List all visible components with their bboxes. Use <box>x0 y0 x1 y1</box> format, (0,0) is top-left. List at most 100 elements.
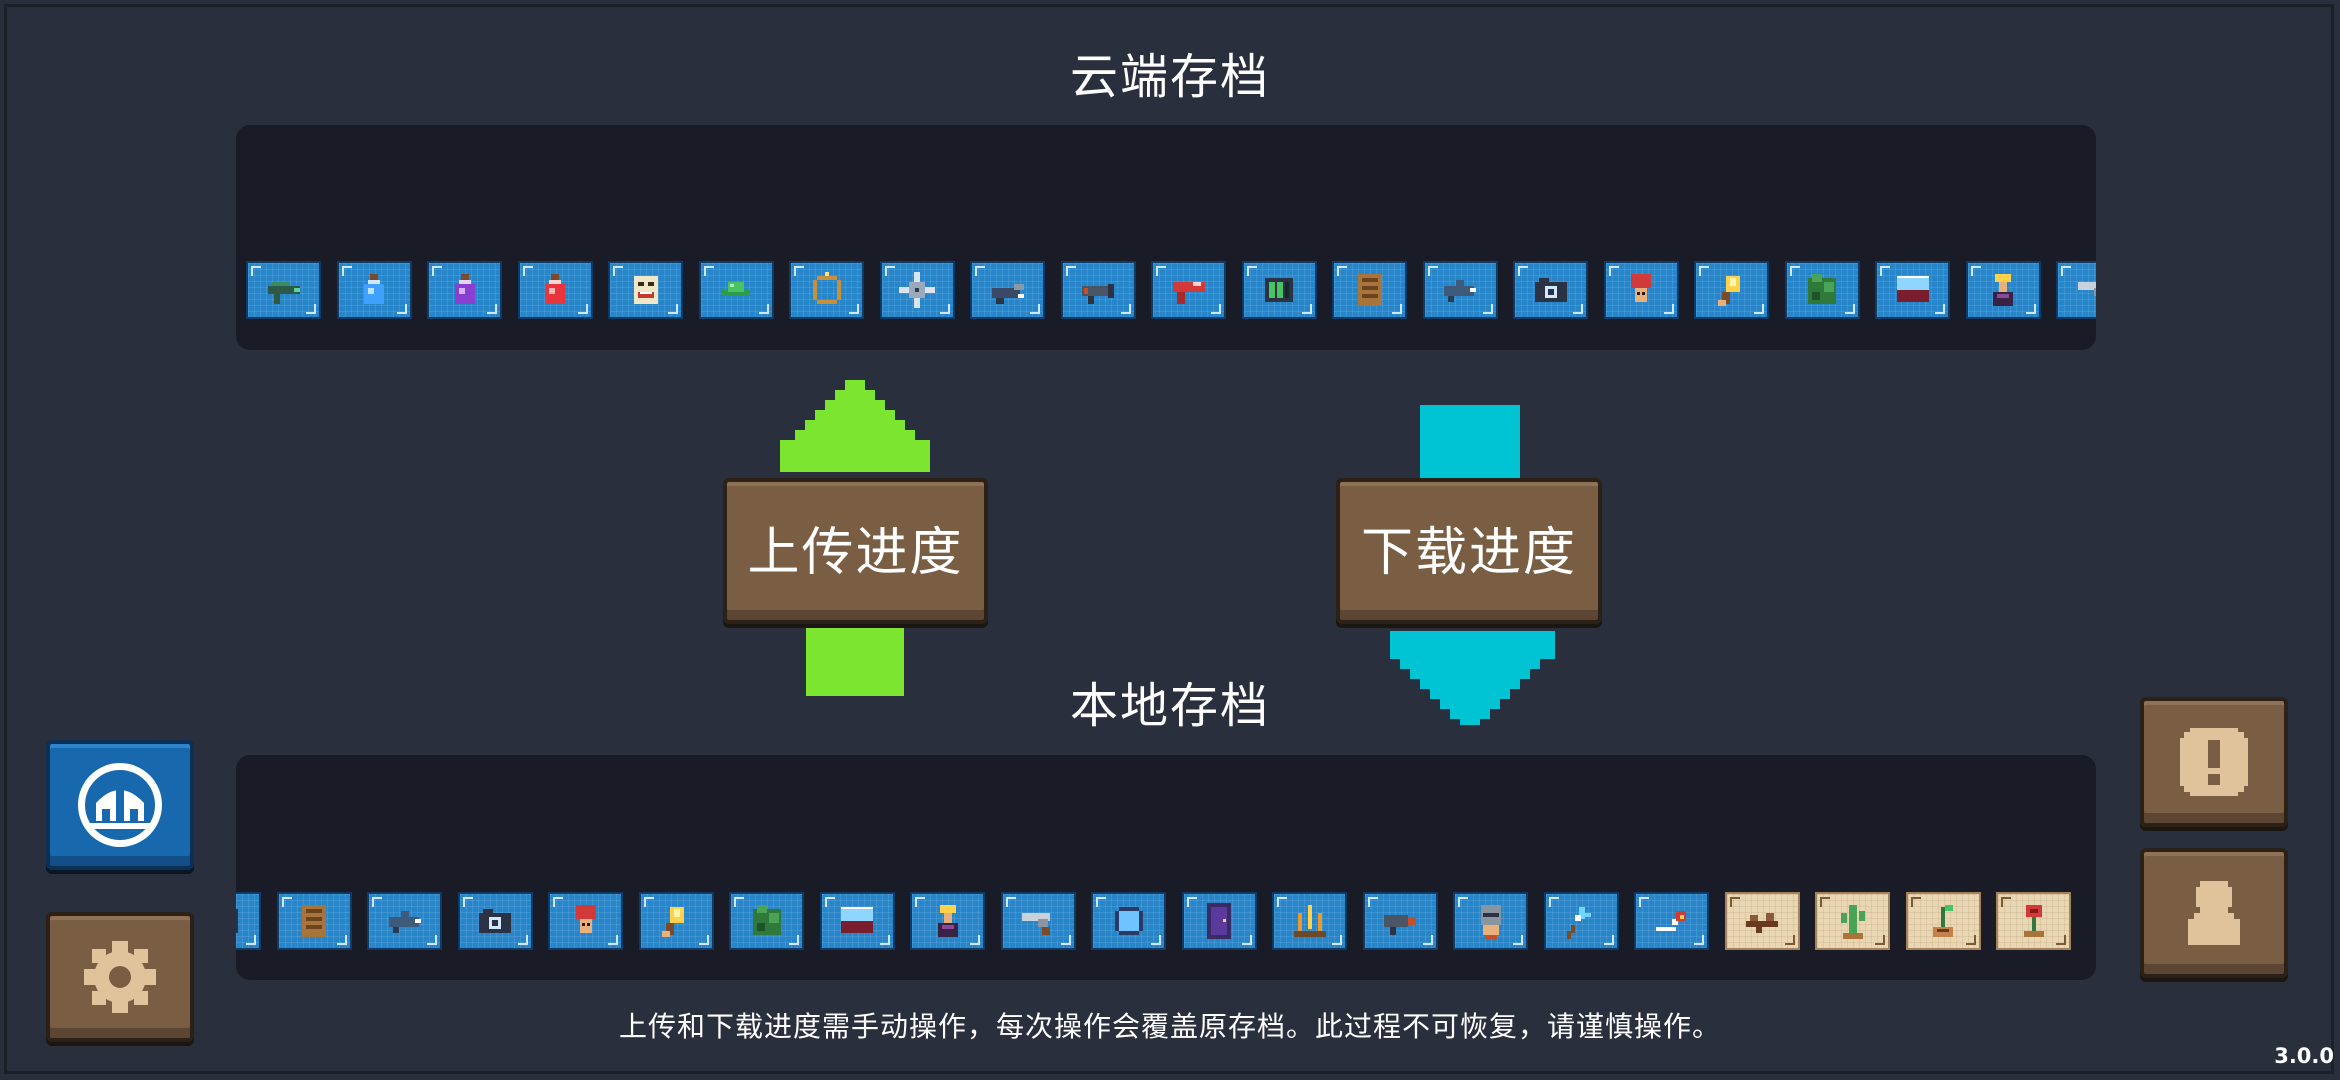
item-slot[interactable] <box>638 892 714 950</box>
item-slot[interactable] <box>517 261 593 319</box>
item-slot[interactable] <box>1996 892 2071 950</box>
item-slot[interactable] <box>336 261 412 319</box>
water-tank-icon <box>1896 276 1929 302</box>
item-slot[interactable] <box>1543 892 1619 950</box>
item-slot[interactable] <box>246 261 321 319</box>
version-label: 3.0.0 <box>2274 1044 2334 1068</box>
green-bush-icon <box>1808 274 1836 304</box>
item-slot[interactable] <box>1332 261 1407 319</box>
item-slot[interactable] <box>427 261 502 319</box>
item-slot[interactable] <box>698 261 774 319</box>
upload-arrow-icon <box>780 380 930 696</box>
cactus-plant-icon <box>1840 905 1865 939</box>
item-slot[interactable] <box>457 892 533 950</box>
item-slot[interactable] <box>1272 892 1347 950</box>
red-potion-icon <box>545 274 565 304</box>
item-slot[interactable] <box>1422 261 1498 319</box>
shuriken-icon <box>899 272 935 308</box>
shark-gun-icon <box>388 911 421 933</box>
item-slot[interactable] <box>879 261 955 319</box>
download-progress-button[interactable]: 下载进度 <box>1336 478 1602 624</box>
red-flower-plant-icon <box>2023 905 2044 937</box>
battery-icon <box>1265 278 1293 302</box>
item-slot[interactable] <box>1453 892 1528 950</box>
green-blaster-icon <box>267 282 300 304</box>
crown-statue-icon <box>937 905 958 937</box>
cloud-save-panel <box>236 125 2096 350</box>
purple-potion-icon <box>454 274 475 304</box>
lightning-staff-icon <box>1567 907 1591 939</box>
item-slot[interactable] <box>1603 261 1679 319</box>
shark-gun-icon <box>1444 280 1476 302</box>
snake-plant-icon <box>1746 913 1778 933</box>
blue-potion-icon <box>364 274 384 304</box>
exclamation-icon <box>2180 728 2248 796</box>
cloud-save-title: 云端存档 <box>1069 49 1270 105</box>
item-slot[interactable] <box>970 261 1045 319</box>
item-slot[interactable] <box>1694 261 1769 319</box>
person-icon <box>2188 881 2240 945</box>
knight-helmet-icon <box>1480 905 1501 939</box>
item-slot[interactable] <box>1634 892 1709 950</box>
observatory-logo-button[interactable] <box>46 740 194 870</box>
red-helmet-icon <box>1631 274 1651 302</box>
item-slot[interactable] <box>1815 892 1890 950</box>
revolver-icon <box>1022 913 1050 935</box>
local-item-strip[interactable] <box>236 892 2096 954</box>
cloud-item-strip[interactable] <box>236 261 2096 323</box>
torch-icon <box>1717 276 1740 306</box>
gear-icon <box>84 941 156 1013</box>
blue-ring-portal-icon <box>1114 907 1143 935</box>
item-slot[interactable] <box>910 892 985 950</box>
item-slot[interactable] <box>729 892 804 950</box>
local-save-title: 本地存档 <box>1069 678 1270 734</box>
item-slot[interactable] <box>548 892 623 950</box>
warning-note: 上传和下载进度需手动操作，每次操作会覆盖原存档。此过程不可恢复，请谨慎操作。 <box>618 1010 1721 1043</box>
item-slot[interactable] <box>1875 261 1950 319</box>
crown-statue-icon <box>1993 274 2013 306</box>
item-slot[interactable] <box>819 892 895 950</box>
star-wand-icon <box>1655 911 1686 931</box>
item-slot[interactable] <box>1000 892 1076 950</box>
item-slot[interactable] <box>367 892 442 950</box>
item-slot[interactable] <box>1060 261 1136 319</box>
notice-button[interactable] <box>2140 697 2288 827</box>
item-slot[interactable] <box>1362 892 1438 950</box>
item-slot[interactable] <box>236 892 261 950</box>
item-slot[interactable] <box>1513 261 1588 319</box>
camera-icon <box>1534 278 1567 302</box>
drill-gun-icon <box>1384 915 1416 935</box>
upload-progress-button[interactable]: 上传进度 <box>723 478 988 624</box>
red-helmet-icon <box>575 905 596 933</box>
wooden-crate-icon <box>1357 274 1382 306</box>
item-slot[interactable] <box>1905 892 1981 950</box>
grinning-mask-icon <box>633 276 658 304</box>
item-slot[interactable] <box>1965 261 2041 319</box>
green-hat-icon <box>722 282 750 296</box>
green-bush-icon <box>752 905 781 935</box>
camera-icon <box>479 909 511 933</box>
item-slot[interactable] <box>789 261 864 319</box>
red-gun-icon <box>1172 282 1205 304</box>
download-progress-label: 下载进度 <box>1360 522 1577 583</box>
item-slot[interactable] <box>276 892 352 950</box>
item-slot[interactable] <box>1241 261 1317 319</box>
profile-button[interactable] <box>2140 848 2288 978</box>
item-slot[interactable] <box>1181 892 1257 950</box>
sprout-plant-icon <box>1933 905 1953 937</box>
settings-button[interactable] <box>46 912 194 1042</box>
item-slot[interactable] <box>1724 892 1800 950</box>
wooden-crate-icon <box>302 905 326 937</box>
download-arrow-icon <box>1390 405 1555 725</box>
item-slot[interactable] <box>1784 261 1860 319</box>
upload-progress-label: 上传进度 <box>747 522 964 583</box>
local-save-panel <box>236 755 2096 980</box>
torch-icon <box>662 907 684 937</box>
observatory-logo-icon <box>78 763 162 847</box>
item-slot[interactable] <box>608 261 683 319</box>
item-slot[interactable] <box>2056 261 2096 319</box>
gatling-gun-icon <box>991 284 1024 304</box>
ring-icon <box>812 272 841 304</box>
item-slot[interactable] <box>1091 892 1166 950</box>
item-slot[interactable] <box>1151 261 1226 319</box>
